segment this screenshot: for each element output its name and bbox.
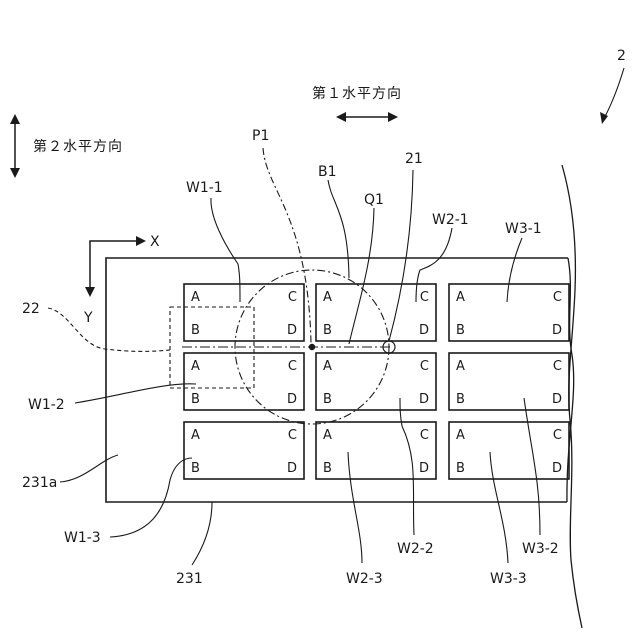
wafer-cell-w3-1: A B C D (449, 284, 569, 341)
ref-21-label: 21 (405, 151, 423, 167)
wafer-cell-w1-3: A B C D (184, 422, 304, 479)
wafer-cell-w1-1: A B C D (184, 284, 304, 341)
dir1-label: 第１水平方向 (312, 85, 402, 102)
corner-label-b: B (323, 323, 332, 338)
wafer-cell-w2-2: A B C D (316, 353, 436, 410)
w3-3-label: W3-3 (490, 571, 527, 587)
wafer-cell-w3-3: A B C D (449, 422, 569, 479)
corner-label-b: B (191, 461, 200, 476)
axis-y-label: Y (83, 310, 93, 326)
corner-label-a: A (323, 290, 332, 305)
wafer-cell-w3-2: A B C D (449, 353, 569, 410)
w3-2-label: W3-2 (522, 541, 559, 557)
corner-label-a: A (191, 359, 200, 374)
w3-1-label: W3-1 (505, 221, 542, 237)
corner-label-a: A (323, 428, 332, 443)
ref-main-label: 2 (617, 48, 626, 64)
w2-1-label: W2-1 (432, 212, 469, 228)
dir2-label: 第２水平方向 (33, 138, 123, 155)
corner-label-d: D (287, 461, 297, 476)
leader-w2-2 (400, 398, 414, 535)
leader-w1-1 (211, 198, 240, 302)
corner-label-c: C (288, 359, 297, 374)
corner-label-d: D (287, 323, 297, 338)
corner-label-a: A (191, 290, 200, 305)
break-line-inner (567, 258, 574, 502)
corner-label-d: D (552, 323, 562, 338)
corner-label-c: C (553, 428, 562, 443)
leader-21 (389, 170, 413, 341)
corner-label-a: A (456, 290, 465, 305)
ref-231a-label: 231a (22, 475, 57, 491)
leader-w3-3 (490, 452, 508, 563)
corner-label-b: B (456, 461, 465, 476)
p1-label: P1 (252, 128, 269, 144)
break-line-outer (562, 165, 582, 628)
w1-1-label: W1-1 (186, 180, 223, 196)
corner-label-b: B (456, 392, 465, 407)
direction-arrow-vertical (10, 114, 20, 178)
leader-w1-3 (110, 458, 192, 537)
corner-label-d: D (287, 392, 297, 407)
wafer-cell-w1-2: A B C D (184, 353, 304, 410)
corner-label-c: C (420, 359, 429, 374)
leader-w2-3 (348, 452, 362, 563)
corner-label-c: C (420, 428, 429, 443)
wafer-grid: A B C D A B C D A B C D A B C D A B C D A B C D A B C D A B C D A B C D (184, 284, 569, 479)
b1-label: B1 (318, 164, 337, 180)
corner-label-d: D (419, 461, 429, 476)
direction-arrow-horizontal (336, 112, 398, 122)
w2-3-label: W2-3 (346, 571, 383, 587)
corner-label-c: C (553, 359, 562, 374)
corner-label-c: C (420, 290, 429, 305)
corner-label-d: D (552, 461, 562, 476)
table-231-outline (106, 258, 568, 502)
ref-231-label: 231 (176, 571, 203, 587)
leader-w1-2 (75, 384, 196, 403)
wafer-cell-w2-3: A B C D (316, 422, 436, 479)
corner-label-b: B (456, 323, 465, 338)
w1-2-label: W1-2 (28, 397, 65, 413)
corner-label-b: B (191, 392, 200, 407)
leader-w3-1 (507, 238, 522, 302)
leader-231 (192, 502, 212, 565)
corner-label-b: B (191, 323, 200, 338)
corner-label-c: C (553, 290, 562, 305)
corner-label-d: D (419, 323, 429, 338)
corner-label-c: C (288, 428, 297, 443)
corner-label-a: A (323, 359, 332, 374)
xy-axes (85, 236, 146, 297)
corner-label-a: A (456, 359, 465, 374)
corner-label-d: D (552, 392, 562, 407)
axis-x-label: X (150, 234, 160, 250)
leader-2 (602, 68, 624, 122)
corner-label-d: D (419, 392, 429, 407)
leader-22 (48, 308, 170, 351)
corner-label-c: C (288, 290, 297, 305)
leader-231a (60, 455, 118, 482)
center-point (309, 344, 315, 350)
corner-label-a: A (456, 428, 465, 443)
corner-label-b: B (323, 461, 332, 476)
wafer-cell-w2-1: A B C D (316, 284, 436, 341)
leader-q1 (349, 208, 374, 344)
corner-label-a: A (191, 428, 200, 443)
leader-w3-2 (524, 398, 540, 535)
leader-b1 (328, 180, 349, 278)
corner-label-b: B (323, 392, 332, 407)
q1-label: Q1 (364, 192, 384, 208)
w1-3-label: W1-3 (64, 530, 101, 546)
w2-2-label: W2-2 (397, 541, 434, 557)
ref-22-label: 22 (22, 301, 40, 317)
